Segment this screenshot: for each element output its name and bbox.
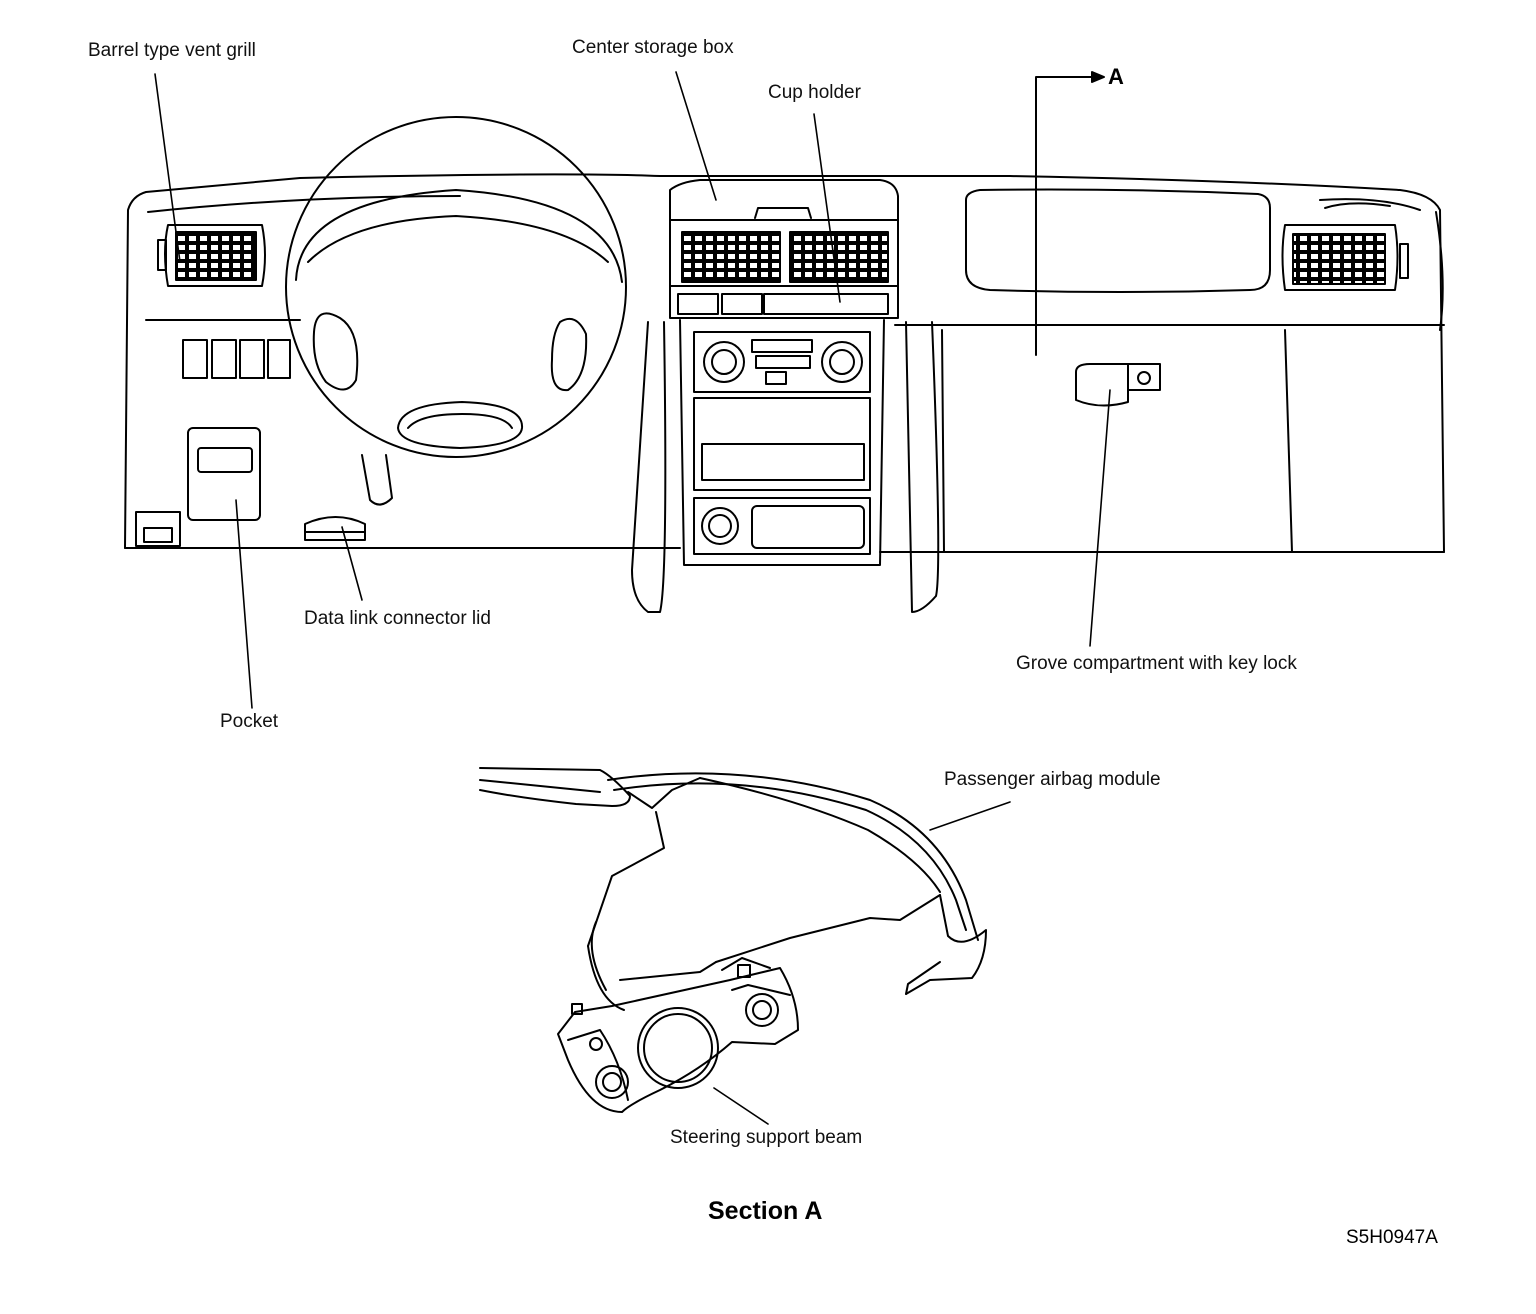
section-a-marker: A: [1108, 64, 1124, 89]
label-center-storage-box: Center storage box: [572, 37, 734, 58]
hood-release: [135, 511, 181, 547]
label-cup-holder: Cup holder: [768, 82, 861, 103]
label-passenger-airbag-module: Passenger airbag module: [944, 769, 1161, 790]
leader-lines-section: [713, 801, 1011, 1125]
section-a-drawing: [479, 767, 987, 1113]
label-pocket: Pocket: [220, 711, 279, 732]
section-title: Section A: [708, 1197, 823, 1225]
switch-panel: [182, 339, 291, 379]
right-vent-grill: [1281, 224, 1409, 291]
label-steering-support-beam: Steering support beam: [670, 1127, 863, 1148]
glove-compartment-handle: [1075, 363, 1161, 407]
steering-wheel: [285, 116, 627, 458]
pocket: [187, 427, 261, 521]
center-stack: [631, 179, 940, 613]
steering-column: [361, 454, 393, 506]
dashboard-body: [124, 173, 1445, 553]
label-data-link-connector-lid: Data link connector lid: [304, 608, 491, 629]
left-vent-grill: [157, 224, 266, 287]
label-glove-compartment: Grove compartment with key lock: [1016, 653, 1297, 674]
data-link-connector-lid: [304, 516, 366, 541]
passenger-airbag-lid: [965, 188, 1271, 293]
section-a-arrow: [1035, 71, 1105, 356]
leader-lines-upper: [154, 71, 1111, 709]
figure-code: S5H0947A: [1346, 1227, 1438, 1248]
label-vent-grill: Barrel type vent grill: [88, 40, 256, 61]
